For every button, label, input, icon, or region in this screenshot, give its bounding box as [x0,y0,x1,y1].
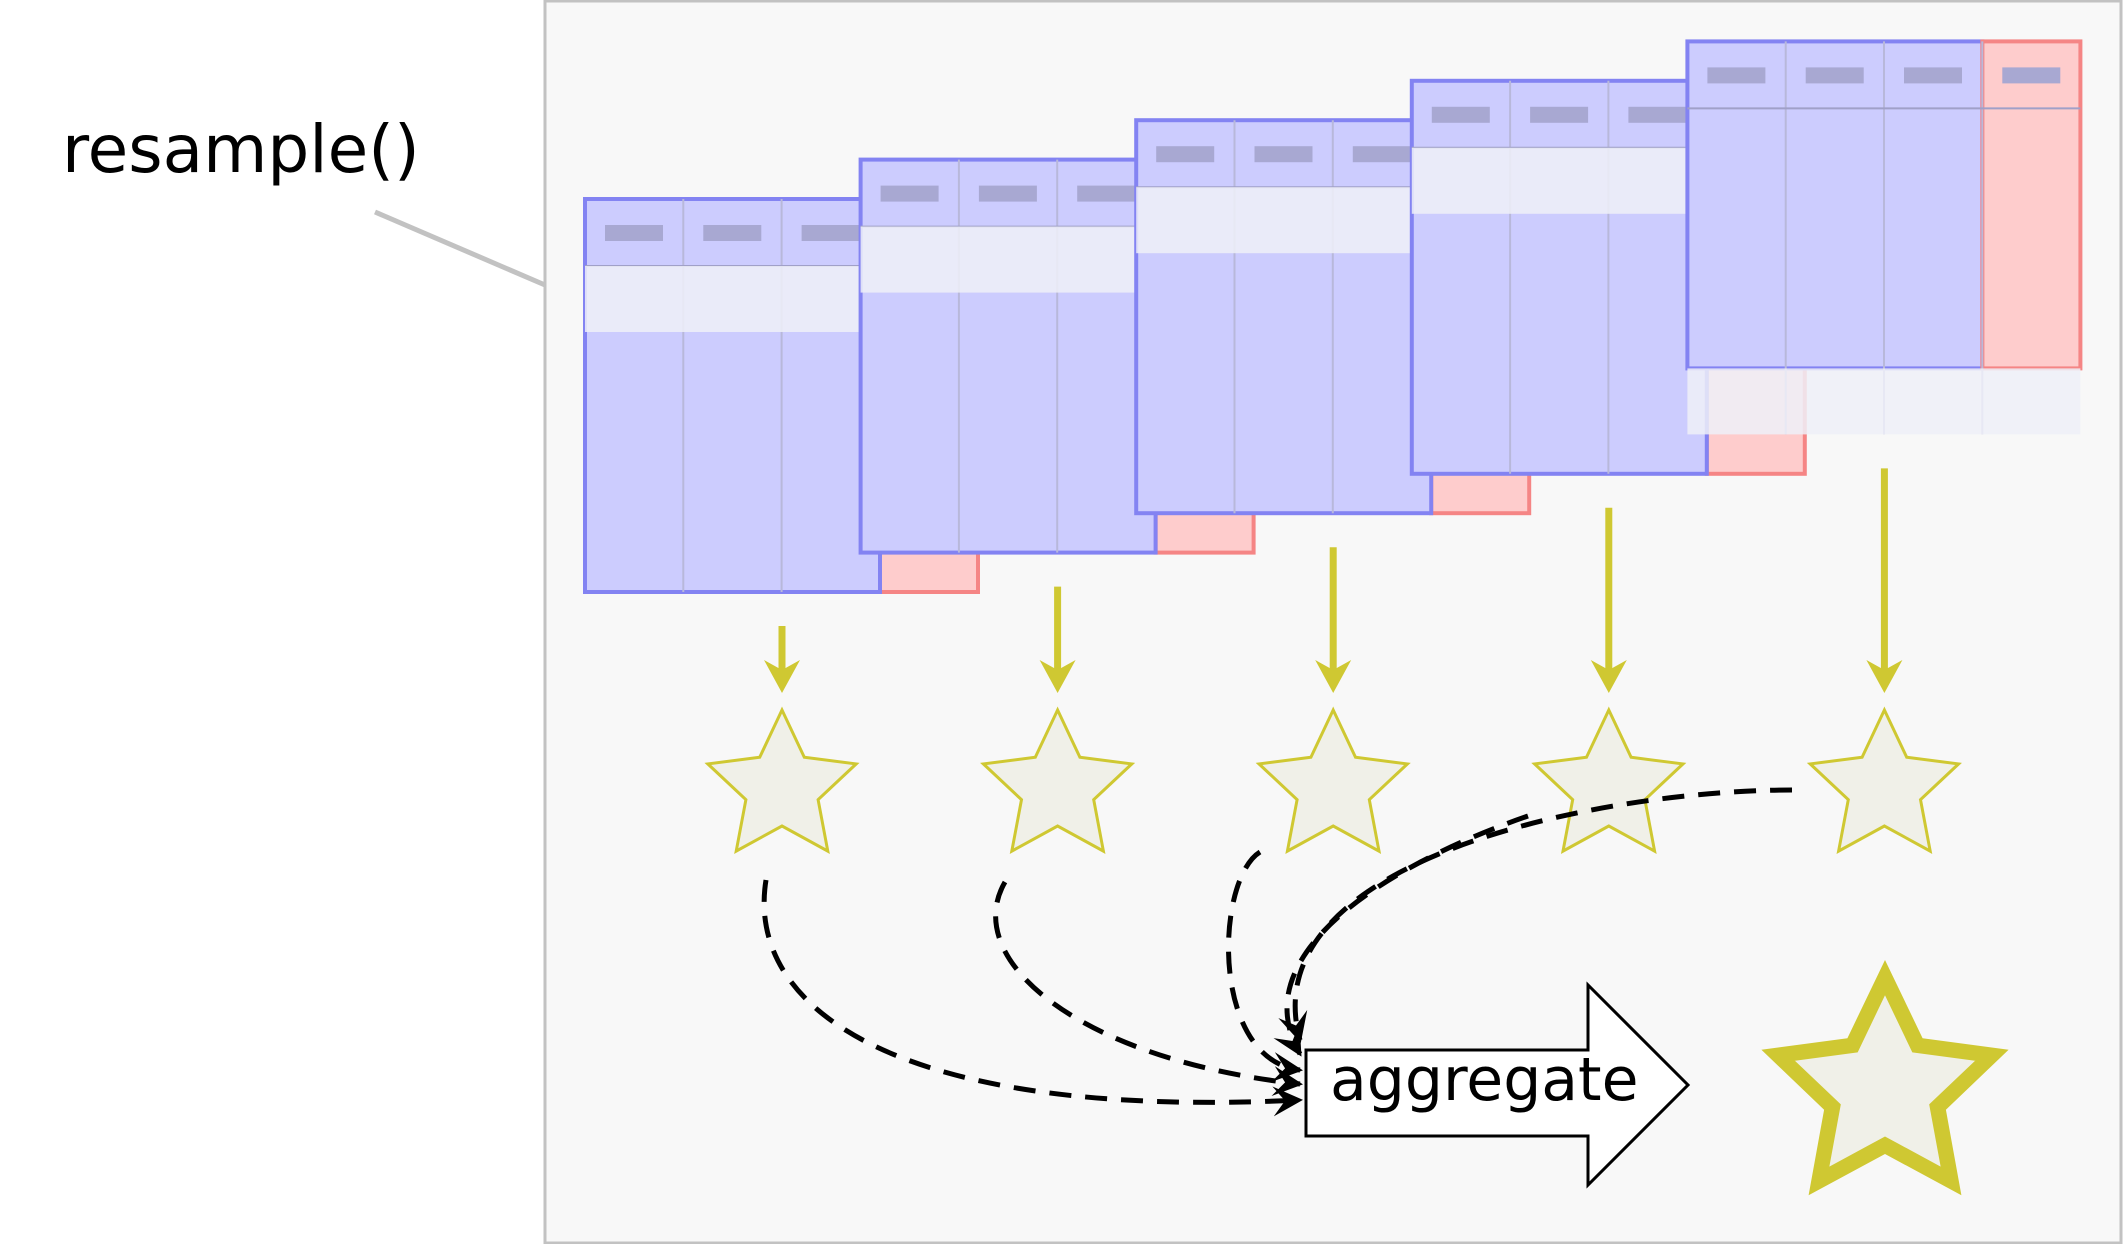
header-dash [1254,146,1313,163]
header-dash [1628,106,1687,123]
resample-title: resample() [62,111,420,188]
header-dash [1904,67,1962,84]
aggregate-arrow [1304,981,1691,1189]
header-dash [1077,185,1136,202]
table-body [583,197,882,594]
table-body [1409,78,1709,476]
star-icon [980,706,1136,854]
header-dash [703,225,762,241]
star-icon [1806,706,1962,854]
down-arrows [764,468,1903,693]
down-arrow [1866,468,1903,693]
down-arrow-head [764,660,800,693]
header-dash [1530,106,1589,123]
down-arrow [1039,586,1076,693]
dashed-connector [1278,787,1793,1043]
dashed-connector [761,879,1303,1117]
star-icon [1255,706,1411,854]
table-body [1134,118,1434,516]
down-arrow [1315,547,1352,693]
aggregate-label: aggregate [1330,1045,1639,1115]
dashed-connector [1226,849,1303,1082]
table-body [858,157,1158,555]
resampled-tables [583,39,2083,594]
title-pointer-line [374,209,546,288]
star-icon [704,706,860,854]
aggregate-star-icon [1761,960,2009,1196]
header-dash [978,185,1037,202]
table-body [1685,39,1985,371]
header-dash [1805,67,1864,84]
down-arrow-head [1866,660,1903,693]
header-dash [1352,146,1411,163]
highlight-row [1687,368,2081,435]
header-dash [605,225,663,241]
header-dash [1707,67,1766,84]
header-dash [880,185,939,202]
aggregate-star-inner [1777,976,1993,1182]
down-arrow-head [1315,660,1352,693]
down-arrow-head [1039,660,1076,693]
resampled-table [1685,39,2083,435]
header-dash [2002,67,2061,84]
down-arrow-head [1590,660,1627,693]
down-arrow [764,626,800,693]
header-dash [1431,106,1490,123]
down-arrow [1590,507,1627,693]
dashed-connectors [761,787,1793,1117]
header-dash [1156,146,1215,163]
extra-column [1980,39,2083,371]
header-dash [801,225,860,241]
